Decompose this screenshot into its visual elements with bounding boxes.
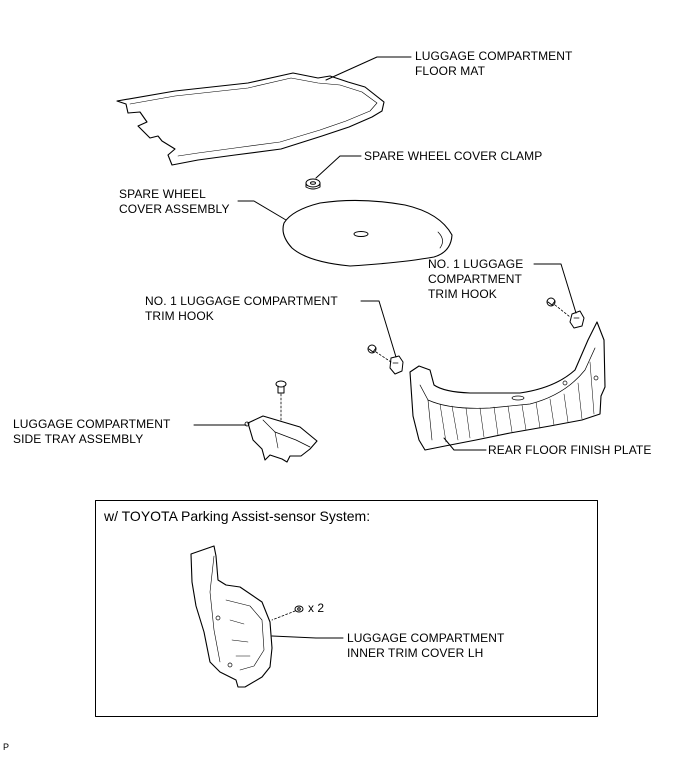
- luggage-floor-mat-part: [116, 72, 385, 166]
- quantity-label: x 2: [308, 601, 325, 615]
- label-trim-hook-left: NO. 1 LUGGAGE COMPARTMENT TRIM HOOK: [145, 294, 338, 323]
- label-inner-trim-cover-lh: LUGGAGE COMPARTMENT INNER TRIM COVER LH: [347, 631, 505, 660]
- label-side-tray-assembly: LUGGAGE COMPARTMENT SIDE TRAY ASSEMBLY: [13, 417, 171, 446]
- label-spare-wheel-cover-clamp: SPARE WHEEL COVER CLAMP: [364, 149, 543, 163]
- inner-trim-cover-part: [190, 545, 273, 688]
- side-tray-assembly-part: [244, 415, 318, 463]
- option-box-title: w/ TOYOTA Parking Assist-sensor System:: [104, 508, 371, 524]
- rear-floor-finish-plate-part: [409, 321, 606, 451]
- label-floor-mat: LUGGAGE COMPARTMENT FLOOR MAT: [415, 49, 573, 78]
- side-tray-bolt-part: [275, 380, 287, 421]
- spare-wheel-cover-part: [282, 199, 453, 267]
- option-box-frame: [95, 500, 598, 717]
- spare-wheel-cover-clamp-part: [305, 178, 321, 190]
- screw-part: [271, 605, 304, 621]
- label-rear-floor-finish-plate: REAR FLOOR FINISH PLATE: [488, 443, 652, 457]
- label-trim-hook-right: NO. 1 LUGGAGE COMPARTMENT TRIM HOOK: [428, 257, 524, 301]
- figure-code: P: [3, 742, 10, 752]
- trim-hook-left-part: [367, 344, 404, 375]
- label-spare-wheel-cover-assembly: SPARE WHEEL COVER ASSEMBLY: [119, 187, 230, 216]
- trim-hook-right-part: [546, 297, 585, 329]
- leader-lines: [193, 56, 577, 639]
